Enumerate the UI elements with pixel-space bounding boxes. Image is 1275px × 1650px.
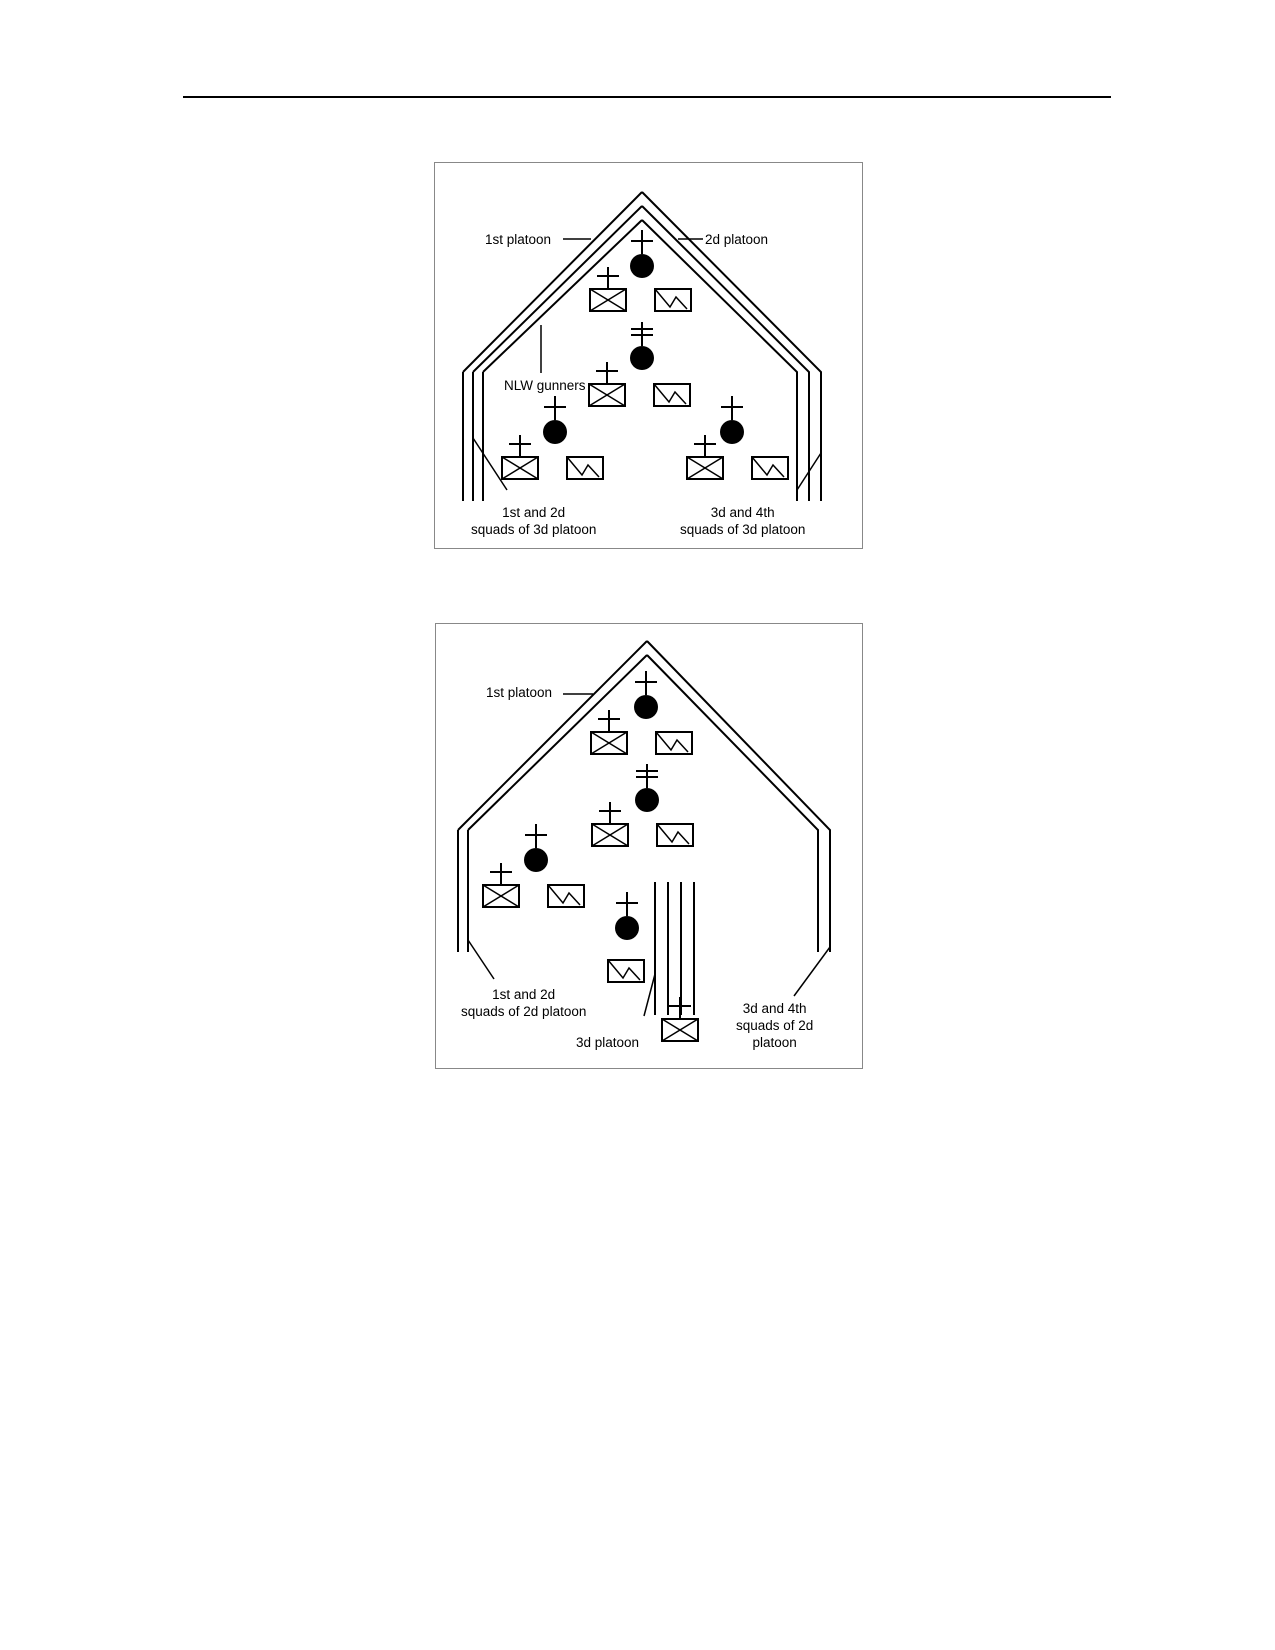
squad-symbol [482, 862, 520, 908]
leader-line-squads-1-2 [472, 437, 508, 491]
squad-symbol [501, 434, 539, 480]
leader-line-squads-1-2 [467, 939, 495, 980]
nlw-symbol [654, 288, 692, 312]
squad-symbol [589, 266, 627, 312]
diagram-1-graphics [462, 191, 822, 501]
wedge-formation-diagram-2: 1st platoon 1st and 2d squads of 2d plat… [435, 623, 863, 1069]
nlw-symbol [607, 959, 645, 983]
label-nlw-gunners: NLW gunners [504, 378, 586, 393]
label-squads-3-4-of-2d-platoon: 3d and 4th squads of 2d platoon [736, 1001, 814, 1050]
nlw-symbol [656, 823, 694, 847]
leader-symbol [629, 229, 655, 279]
platoon-3-column [654, 882, 695, 1015]
leader-line-squads-3-4 [793, 946, 831, 997]
platoon-1-line [462, 191, 643, 501]
label-squads-1-2-of-2d-platoon: 1st and 2d squads of 2d platoon [461, 987, 587, 1019]
leader-line-squads-3-4 [796, 452, 822, 491]
label-1st-platoon: 1st platoon [485, 232, 552, 247]
leader-symbol [633, 670, 659, 720]
leader-symbol [542, 395, 568, 445]
leader-line-3d-platoon [643, 973, 656, 1017]
leader-symbol [523, 823, 549, 873]
leader-symbol [719, 395, 745, 445]
label-squads-1-2-of-3d-platoon: 1st and 2d squads of 3d platoon [471, 505, 597, 537]
nlw-symbol [653, 383, 691, 407]
label-squads-3-4-of-3d-platoon: 3d and 4th squads of 3d platoon [680, 505, 806, 537]
leader-symbol [614, 891, 640, 941]
nlw-symbol [655, 731, 693, 755]
squad-symbol [590, 709, 628, 755]
squad-symbol [588, 361, 626, 407]
platoon-2-line [641, 191, 822, 501]
nlw-symbol [751, 456, 789, 480]
squad-symbol [591, 801, 629, 847]
header-rule [183, 96, 1111, 98]
nlw-symbol [566, 456, 604, 480]
label-3d-platoon: 3d platoon [576, 1035, 640, 1050]
label-1st-platoon: 1st platoon [486, 685, 553, 700]
squad-symbol [686, 434, 724, 480]
label-2d-platoon: 2d platoon [705, 232, 769, 247]
diagram-2-graphics [457, 640, 831, 1042]
platoon-1-line [457, 640, 648, 952]
leader-symbol [634, 763, 660, 813]
leader-symbol [629, 321, 655, 371]
wedge-formation-diagram-1: 1st platoon 2d platoon NLW gunners 1st a… [434, 162, 863, 549]
nlw-symbol [547, 884, 585, 908]
platoon-2-line [646, 640, 831, 952]
